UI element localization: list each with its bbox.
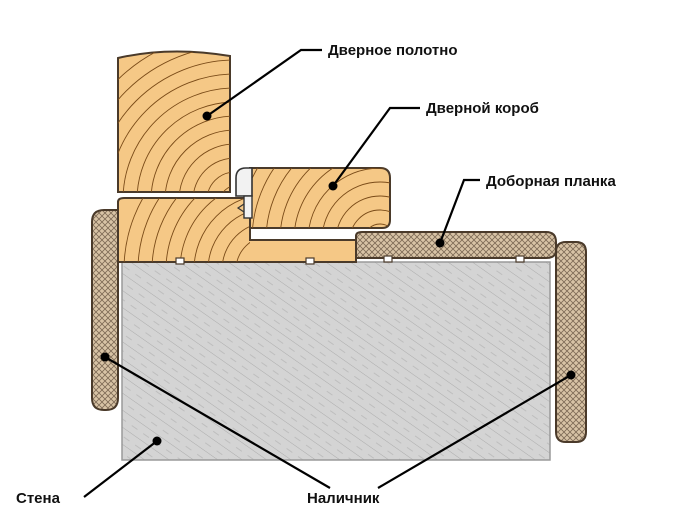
door-frame-stop <box>249 167 391 229</box>
leader-dot-casing-right <box>566 370 576 380</box>
leader-dot-door-leaf <box>202 111 212 121</box>
label-door-frame: Дверной короб <box>426 100 539 117</box>
leader-lines <box>83 48 576 498</box>
rubber-seal <box>235 167 253 219</box>
casing-right <box>555 241 587 443</box>
casing-left <box>91 209 119 411</box>
leader-wall <box>83 440 158 498</box>
leader-casing-right <box>377 374 572 489</box>
leader-door-frame <box>332 106 420 187</box>
label-extension-board: Доборная планка <box>486 173 616 190</box>
wall <box>121 261 551 461</box>
leader-dot-extension-board <box>435 238 445 248</box>
leader-dot-casing-left <box>100 352 110 362</box>
leader-dot-wall <box>152 436 162 446</box>
leader-door-leaf <box>206 48 322 117</box>
door-leaf <box>117 50 231 193</box>
label-door-leaf: Дверное полотно <box>328 42 458 59</box>
leader-extension-board <box>438 178 480 244</box>
label-casing: Наличник <box>307 490 380 507</box>
label-wall: Стена <box>16 490 61 507</box>
leader-dot-door-frame <box>328 181 338 191</box>
frame-notches <box>175 255 525 265</box>
door-frame-base <box>117 197 357 263</box>
leader-casing-left <box>104 356 331 489</box>
extension-board <box>355 231 557 259</box>
